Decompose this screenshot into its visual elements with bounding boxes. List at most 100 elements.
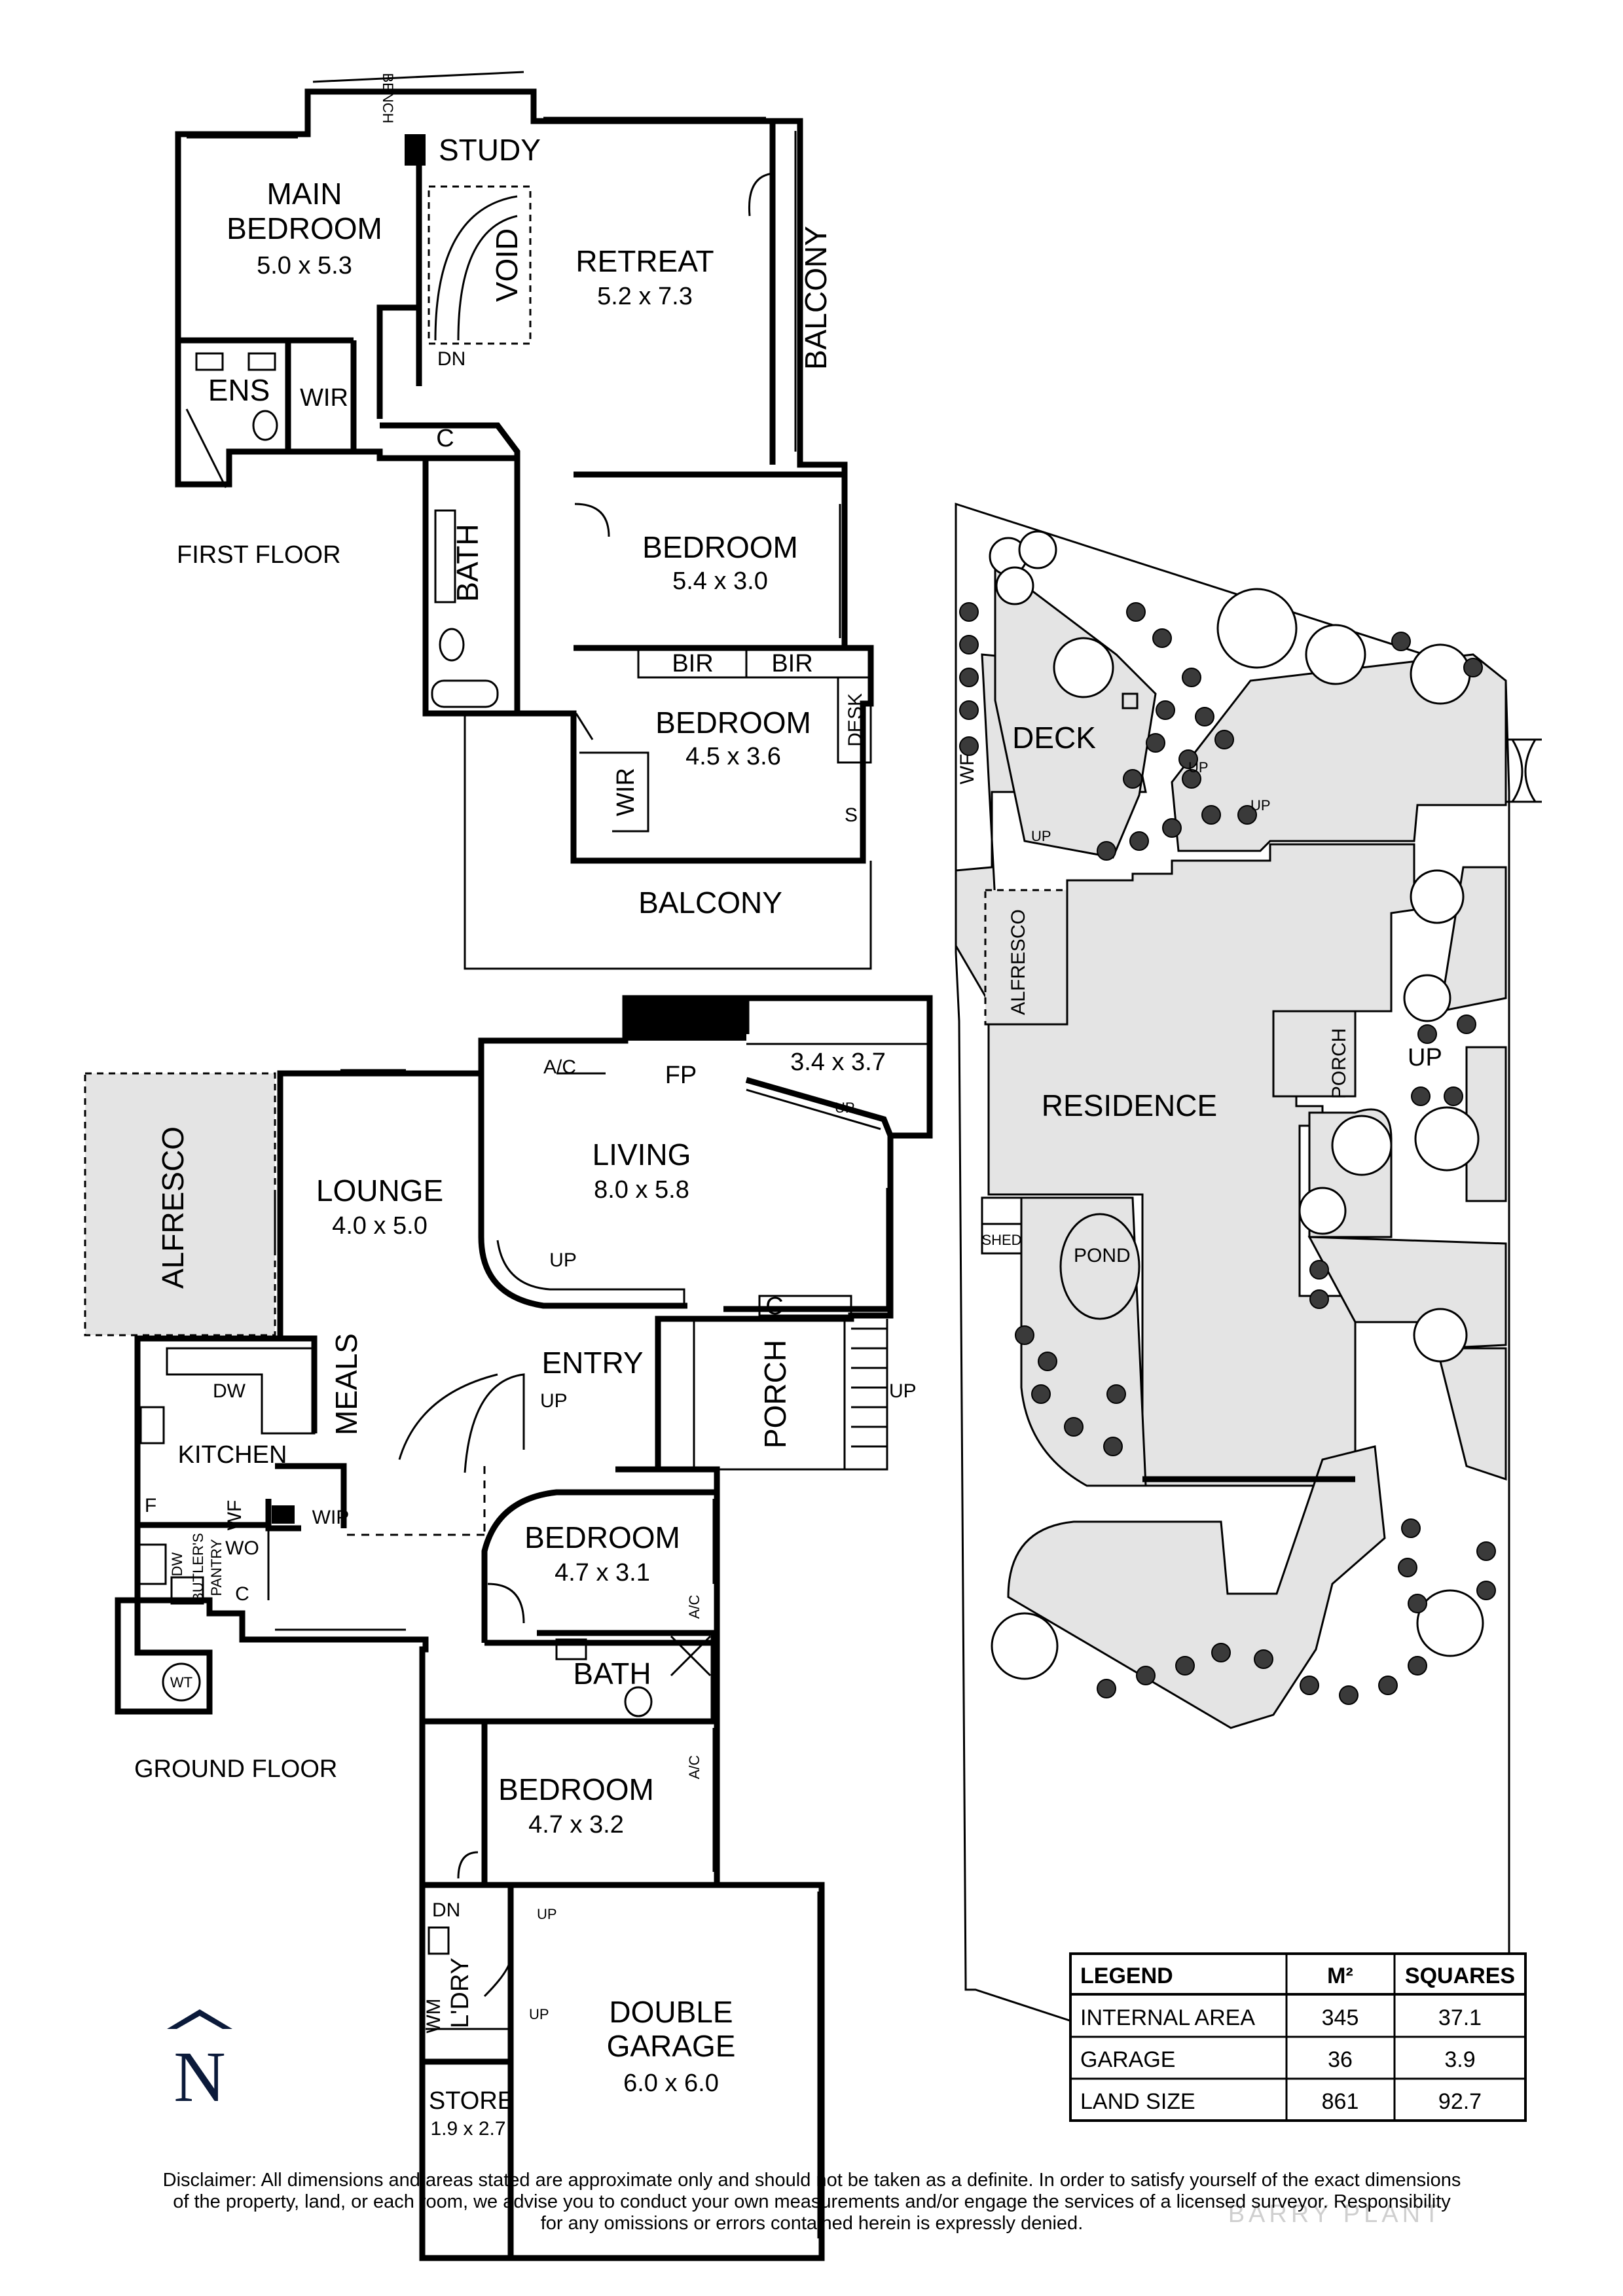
porch-label: PORCH <box>758 1340 792 1448</box>
wir-label: WIR <box>300 384 348 412</box>
wip-label: WIP <box>312 1507 350 1528</box>
garage-dimensions: 6.0 x 6.0 <box>623 2070 719 2097</box>
retreat-dimensions: 5.2 x 7.3 <box>597 283 693 310</box>
ground-dn-label: DN <box>432 1899 460 1921</box>
deck-label: DECK <box>1012 721 1096 755</box>
site-up-label-2: UP <box>1250 797 1271 814</box>
side-balcony-label: BALCONY <box>799 226 833 370</box>
living-label: LIVING <box>593 1138 691 1172</box>
wf-label: WF <box>224 1500 246 1531</box>
garage-label-2: GARAGE <box>607 2029 736 2063</box>
legend-row-label: INTERNAL AREA <box>1080 2005 1255 2030</box>
wt-label: WT <box>170 1674 192 1691</box>
balcony-label: BALCONY <box>638 886 782 920</box>
pantry-c-label: C <box>235 1583 249 1605</box>
store-dimensions: 1.9 x 2.7 <box>430 2118 505 2140</box>
bedroom-3-label: BEDROOM <box>655 706 811 740</box>
disclaimer: Disclaimer: All dimensions and areas sta… <box>163 2170 1461 2234</box>
lounge-dimensions: 4.0 x 5.0 <box>332 1212 428 1240</box>
legend-row-m2: 345 <box>1322 2005 1359 2030</box>
site-porch-up-label: UP <box>1408 1044 1442 1071</box>
wm-label: WM <box>423 1998 445 2033</box>
store-label: STORE <box>429 2087 514 2115</box>
bedroom-3-dimensions: 4.5 x 3.6 <box>685 743 781 770</box>
bench-label: BENCH <box>380 73 396 123</box>
legend-header-m2: M² <box>1327 1964 1353 1988</box>
north-letter: N <box>173 2037 225 2117</box>
void-label: VOID <box>490 228 524 302</box>
legend-header-squares: SQUARES <box>1405 1964 1515 1988</box>
shrubs <box>959 602 1496 1705</box>
fridge-label: F <box>145 1495 156 1516</box>
bedroom-a-dimensions: 4.7 x 3.1 <box>555 1559 650 1587</box>
legend-table: LEGEND M² SQUARES INTERNAL AREA 345 37.1… <box>1069 1952 1527 2122</box>
entry-label: ENTRY <box>541 1346 643 1380</box>
laundry-label: L'DRY <box>447 1958 474 2028</box>
bedroom-3-wir-label: WIR <box>612 768 640 816</box>
butler-dw-label: DW <box>169 1552 185 1576</box>
lounge-label: LOUNGE <box>316 1174 443 1208</box>
legend-row-m2: 861 <box>1322 2089 1359 2114</box>
first-floor-plan: MAIN BEDROOM 5.0 x 5.3 STUDY BENCH VOID … <box>175 71 874 970</box>
living-dimensions: 8.0 x 5.8 <box>594 1176 689 1204</box>
bath-label: BATH <box>450 524 484 601</box>
wf-c-label: C <box>274 1506 289 1528</box>
laundry-up-label: UP <box>529 2006 549 2022</box>
living-up-label: UP <box>549 1249 577 1271</box>
ens-label: ENS <box>208 373 270 407</box>
kitchen-label: KITCHEN <box>178 1441 287 1469</box>
wo-label: WO <box>225 1537 259 1559</box>
garage-label-1: DOUBLE <box>609 1995 733 2029</box>
alfresco-label: ALFRESCO <box>156 1126 190 1289</box>
legend-row-label: GARAGE <box>1080 2047 1175 2072</box>
pantry-label: PANTRY <box>208 1539 225 1596</box>
living-ac-label: A/C <box>543 1056 576 1078</box>
first-floor-caption: FIRST FLOOR <box>177 541 341 569</box>
disclaimer-line-2: of the property, land, or each room, we … <box>173 2191 1451 2212</box>
garage-up-label: UP <box>537 1906 557 1922</box>
bedroom-b-ac-label: A/C <box>686 1755 702 1780</box>
disclaimer-line-3: for any omissions or errors contained he… <box>541 2213 1084 2234</box>
bedroom-a-ac-label: A/C <box>686 1595 702 1619</box>
legend-row-squares: 92.7 <box>1438 2089 1482 2114</box>
legend-row-squares: 37.1 <box>1438 2005 1482 2030</box>
main-bedroom-label-1: MAIN <box>267 177 342 211</box>
shed-label: SHED <box>981 1232 1021 1248</box>
site-plan: DECK WF UP UP UP ALFRESCO RESIDENCE PORC… <box>955 502 1542 2109</box>
site-up-label-3: UP <box>1031 828 1051 844</box>
site-up-label-1: UP <box>1188 759 1209 776</box>
site-wf-label: WF <box>957 754 978 785</box>
living-c-label: C <box>765 1293 783 1320</box>
legend-row-squares: 3.9 <box>1444 2047 1475 2072</box>
main-bedroom-dimensions: 5.0 x 5.3 <box>257 252 352 279</box>
small-up-label: UP <box>835 1100 855 1116</box>
site-porch-label: PORCH <box>1328 1028 1350 1099</box>
study-label: STUDY <box>439 133 541 167</box>
bedroom-b-dimensions: 4.7 x 3.2 <box>528 1811 624 1839</box>
bir-1-label: BIR <box>672 650 713 677</box>
ground-floor-plan: ALFRESCO LOUNGE 4.0 x 5.0 A/C FP 3.4 x 3… <box>84 995 933 2261</box>
ground-floor-caption: GROUND FLOOR <box>134 1755 337 1783</box>
bir-2-label: BIR <box>771 650 812 677</box>
porch-up-label: UP <box>889 1380 917 1402</box>
kitchen-dw-label: DW <box>213 1380 246 1402</box>
fireplace-label: FP <box>665 1062 697 1089</box>
meals-label: MEALS <box>329 1333 363 1435</box>
entry-up-label: UP <box>540 1390 568 1412</box>
desk-label: DESK <box>845 693 866 747</box>
s-label: S <box>845 804 858 826</box>
pond-label: POND <box>1074 1245 1131 1266</box>
bedroom-b-label: BEDROOM <box>498 1772 654 1806</box>
butlers-label: BUTLER'S <box>190 1533 206 1602</box>
legend-header-label: LEGEND <box>1080 1964 1173 1988</box>
site-alfresco-label: ALFRESCO <box>1008 909 1029 1015</box>
c-label: C <box>436 425 454 452</box>
room-3-4-label: 3.4 x 3.7 <box>790 1049 886 1076</box>
main-bedroom-label-2: BEDROOM <box>227 211 382 245</box>
first-floor-dn-label: DN <box>437 348 465 370</box>
legend-row-label: LAND SIZE <box>1080 2089 1195 2114</box>
ground-bath-label: BATH <box>573 1657 651 1691</box>
residence-label: RESIDENCE <box>1042 1088 1217 1122</box>
bedroom-2-label: BEDROOM <box>642 530 798 564</box>
